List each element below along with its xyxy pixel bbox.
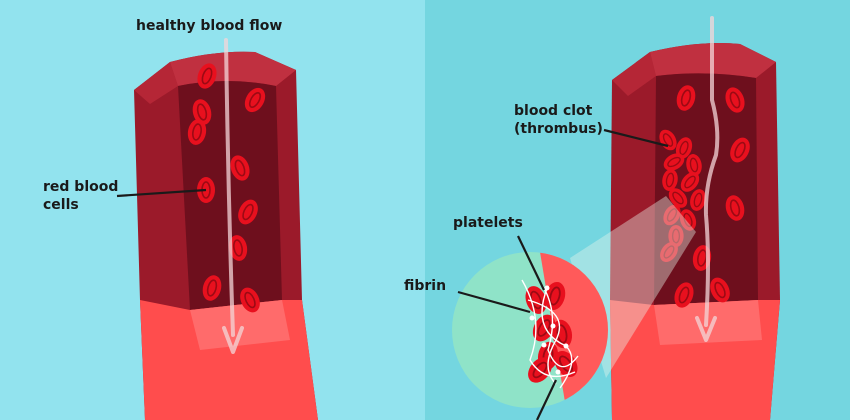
platelet-dots bbox=[529, 285, 569, 375]
blood-clot-label: blood clot (thrombus) bbox=[514, 103, 603, 137]
platelets-pointer-line bbox=[517, 235, 545, 291]
fibrin-label: fibrin bbox=[404, 278, 447, 294]
red-blood-cells-label: red blood cells bbox=[43, 179, 119, 213]
fibrin-pointer-line bbox=[457, 290, 531, 314]
diverted-flow-arrow bbox=[695, 16, 720, 342]
healthy-vessel bbox=[134, 51, 318, 420]
platelets-label: platelets bbox=[453, 215, 523, 231]
bottom-pointer-line bbox=[536, 379, 557, 420]
healthy-flow-arrow bbox=[222, 38, 244, 354]
clot-pointer-line bbox=[603, 128, 669, 148]
rbc-pointer-line bbox=[116, 188, 207, 198]
healthy-blood-flow-label: healthy blood flow bbox=[136, 18, 283, 34]
